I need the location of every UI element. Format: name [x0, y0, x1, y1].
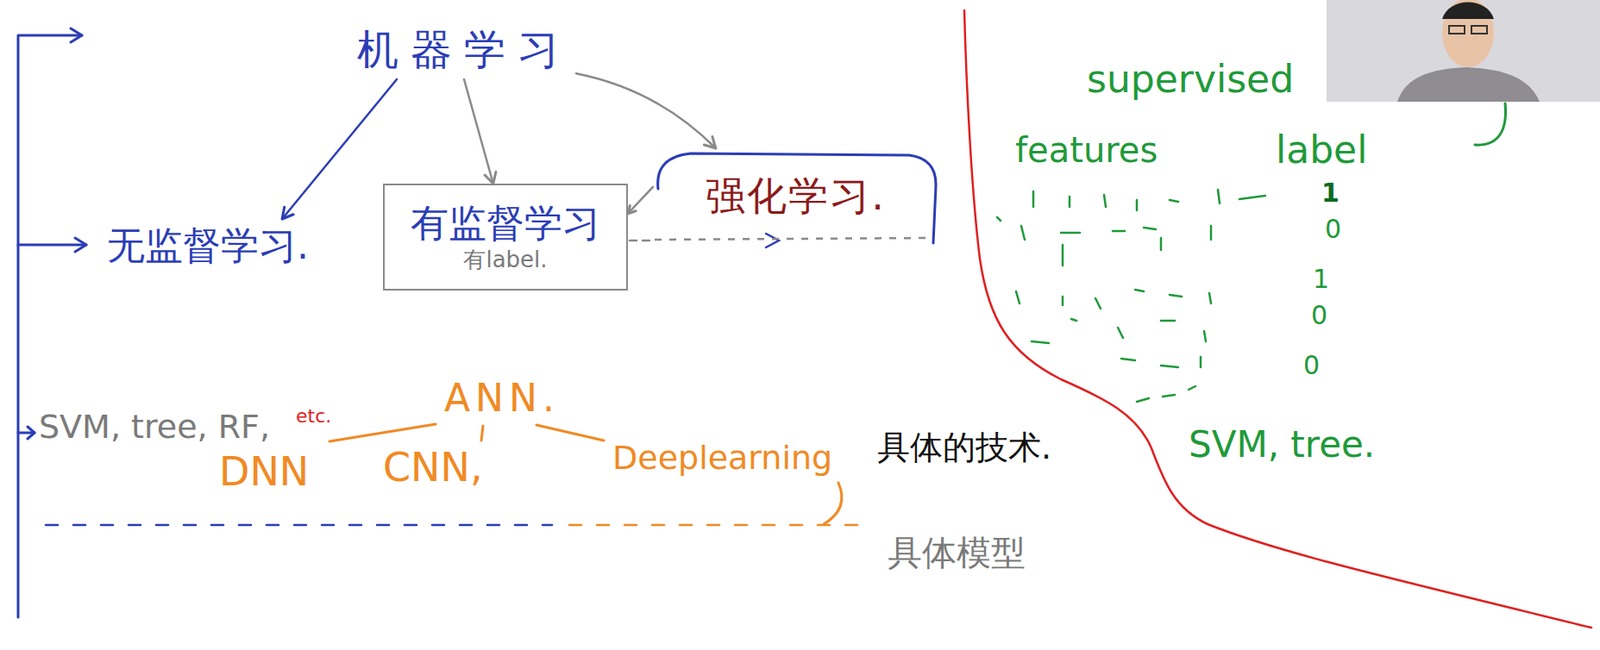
dashed-separator [45, 524, 867, 528]
flow-arrow [627, 187, 653, 214]
label-value: 1 [1312, 263, 1330, 295]
flow-arrow [282, 79, 397, 220]
feature-matrix [997, 189, 1266, 402]
red-divider [964, 10, 1592, 628]
flow-arrow [464, 79, 496, 184]
node-title: 有监督学习 [410, 200, 601, 247]
webcam-overlay [1326, 0, 1600, 102]
label-value: 1 [1321, 177, 1340, 209]
column-heading: features [1015, 129, 1158, 171]
blob-shape: 强化学习. [652, 148, 939, 245]
blue-bracket [18, 28, 87, 618]
model-list: SVM, tree, RF, [38, 407, 270, 448]
annotation: 具体的技术. [877, 428, 1052, 469]
green-stroke [1474, 103, 1506, 145]
annotation: 具体模型 [887, 532, 1026, 574]
label-value: 0 [1324, 213, 1342, 245]
technique-label: Deeplearning [612, 439, 833, 479]
dashed-link [629, 233, 779, 248]
label-value: 0 [1303, 350, 1320, 382]
column-heading: label [1275, 127, 1368, 174]
model-list: SVM, tree. [1188, 423, 1375, 467]
flow-arrow [576, 73, 716, 149]
topic-label: 无监督学习. [101, 219, 314, 274]
root-topic: 机器学习 [351, 20, 577, 80]
process-box: 有监督学习有label. [382, 183, 628, 291]
node-note: 有label. [463, 246, 547, 274]
etc-note: etc. [295, 405, 332, 428]
technique-label: DNN [219, 448, 309, 496]
technique-label: ANN. [444, 376, 560, 422]
orange-branches [329, 424, 842, 525]
technique-label: CNN, [382, 444, 484, 492]
node-title: 强化学习. [705, 172, 886, 220]
label-value: 0 [1311, 300, 1328, 332]
heading-note: supervised [1086, 56, 1294, 103]
node-title: 无监督学习. [106, 223, 309, 270]
node-title: 机器学习 [357, 25, 571, 76]
